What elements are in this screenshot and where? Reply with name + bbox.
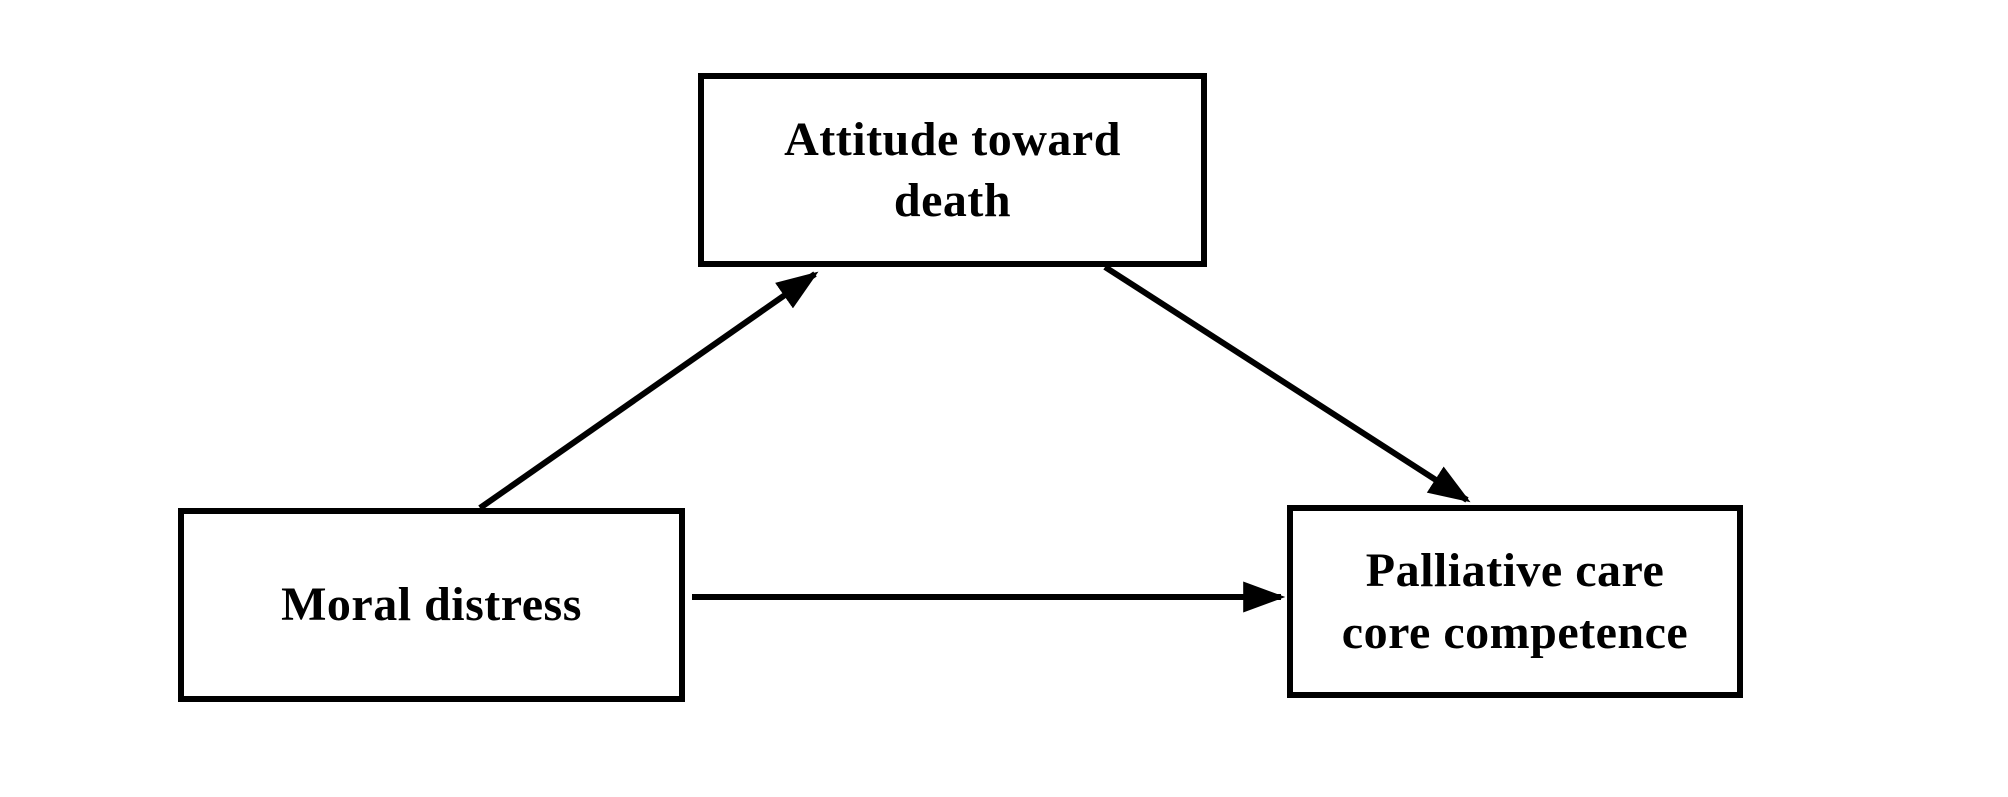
arrow-moral-distress-to-attitude <box>478 271 819 511</box>
node-attitude-toward-death-label: Attitude toward death <box>784 112 1121 227</box>
node-moral-distress-label: Moral distress <box>281 578 582 632</box>
node-moral-distress: Moral distress <box>178 508 685 702</box>
node-attitude-toward-death: Attitude toward death <box>698 73 1207 267</box>
node-palliative-care-core-competence: Palliative care core competence <box>1287 505 1743 698</box>
node-palliative-care-core-competence-label: Palliative care core competence <box>1341 544 1689 659</box>
arrow-attitude-to-palliative-care <box>1103 264 1471 503</box>
